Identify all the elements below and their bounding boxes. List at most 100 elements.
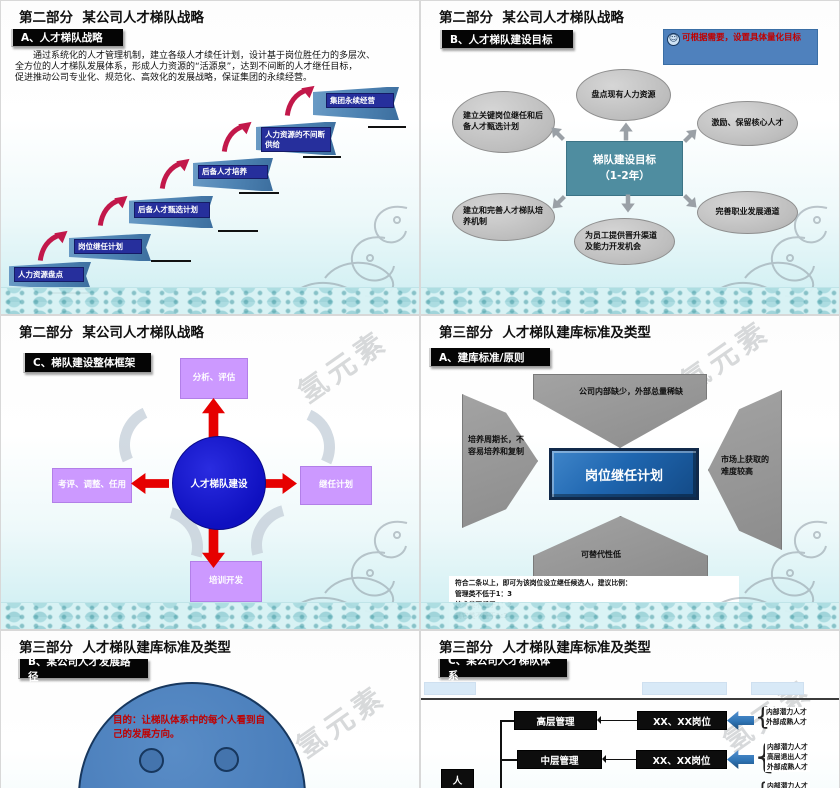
goal-ellipse: 盘点现有人力资源 xyxy=(576,69,671,121)
brace: { xyxy=(756,780,769,788)
criteria-arrow-left xyxy=(462,394,538,528)
column-header xyxy=(642,682,727,695)
source-list: 内部潜力人才 外部成熟人才 xyxy=(764,707,809,727)
left-arrowhead-icon xyxy=(597,716,601,724)
slide-5-development-path[interactable]: 第三部分 人才梯队建库标准及类型 B、某公司人才发展路径 氢元素 目的：让梯队体… xyxy=(0,630,420,788)
tree-line xyxy=(500,720,515,722)
section-tag: C、某公司人才梯队体系 xyxy=(438,655,567,682)
up-arrow-icon xyxy=(221,121,252,152)
smiley-icon: ☺ xyxy=(667,33,680,46)
framework-box-succession: 继任计划 xyxy=(300,466,372,505)
framework-box-analysis: 分析、评估 xyxy=(180,358,248,399)
column-header xyxy=(751,682,804,695)
slide-6-pipeline-system[interactable]: 第三部分 人才梯队建库标准及类型 C、某公司人才梯队体系 氢元素 人 高层管理 … xyxy=(420,630,840,788)
note-text: 可根据需要，设置具体量化目标 xyxy=(682,33,802,43)
divider-line xyxy=(421,698,839,700)
goal-ellipse: 建立关键岗位继任和后备人才甄选计划 xyxy=(452,91,555,153)
slide-title: 第三部分 人才梯队建库标准及类型 xyxy=(439,325,651,341)
connector-arrow-icon xyxy=(682,193,697,208)
step-underline xyxy=(368,126,406,128)
connector-arrow-icon xyxy=(682,129,697,144)
criteria-arrow-bottom xyxy=(533,516,708,580)
section-tag: C、梯队建设整体框架 xyxy=(23,353,151,373)
source-item: 内部潜力人才 xyxy=(764,707,809,717)
wave-border xyxy=(1,287,419,314)
criteria-text-left: 培养周期长，不容易培养和复制 xyxy=(468,435,524,456)
pipeline-left-box: 人 xyxy=(441,769,474,788)
stair-step-label: 集团永续经营 xyxy=(326,93,394,108)
post-box: XX、XX岗位 xyxy=(636,750,727,769)
up-arrow-icon xyxy=(37,230,68,261)
section-tag: B、人才梯队建设目标 xyxy=(440,30,573,49)
note-callout: ☺ 可根据需要，设置具体量化目标 xyxy=(663,29,818,65)
watermark: 氢元素 xyxy=(289,678,393,765)
slide-1-talent-strategy[interactable]: 第二部分 某公司人才梯队战略 A、人才梯队战略 通过系统化的人才管理机制，建立各… xyxy=(0,0,420,315)
up-arrow-icon xyxy=(97,195,128,226)
dragon-ornament xyxy=(294,205,408,298)
tree-line xyxy=(500,720,502,788)
dragon-ornament xyxy=(714,520,828,613)
source-item: 高层退出人才 xyxy=(765,752,810,762)
dragon-ornament xyxy=(714,205,828,298)
slide-2-pipeline-goals[interactable]: 第二部分 某公司人才梯队战略 B、人才梯队建设目标 ☺ 可根据需要，设置具体量化… xyxy=(420,0,840,315)
connector-arrow-icon xyxy=(551,127,566,142)
level-box: 中层管理 xyxy=(517,750,602,769)
section-tag: A、建库标准/原则 xyxy=(429,348,550,367)
slide-title: 第二部分 某公司人才梯队战略 xyxy=(439,10,624,26)
criteria-text-top: 公司内部缺少，外部总量稀缺 xyxy=(579,387,683,396)
source-item: 外部成熟人才 xyxy=(765,762,810,772)
goal-ellipse: 建立和完善人才梯队培养机制 xyxy=(452,193,555,241)
step-underline xyxy=(218,230,258,232)
left-arrowhead-icon xyxy=(602,755,606,763)
red-up-arrow-icon xyxy=(202,398,225,438)
center-goal-line: （1-2年） xyxy=(599,169,650,182)
wave-border xyxy=(421,602,839,629)
connector-line xyxy=(601,720,637,721)
goal-ellipse: 激励、保留核心人才 xyxy=(697,101,798,146)
slide-3-overall-framework[interactable]: 第二部分 某公司人才梯队战略 C、梯队建设整体框架 氢元素 分析、评估 继任计划… xyxy=(0,315,420,630)
up-arrow-icon xyxy=(159,158,190,189)
paragraph-line: 通过系统化的人才管理机制，建立各级人才续任计划，设计基于岗位胜任力的多层次、 xyxy=(33,51,376,61)
paragraph-line: 促进推动公司专业化、规范化、高效化的发展战略，保证集团的永续经营。 xyxy=(15,73,313,83)
dragon-ornament xyxy=(294,520,408,613)
goal-ellipse: 为员工提供晋升渠道及能力开发机会 xyxy=(574,218,675,265)
connector-arrow-icon xyxy=(552,194,567,209)
column-header xyxy=(424,682,476,695)
section-tag: A、人才梯队战略 xyxy=(11,29,123,47)
criteria-text-bottom: 可替代性低 xyxy=(581,550,621,559)
note-line: 符合二条以上，即可为该岗位设立继任候选人，建议比例： xyxy=(455,579,632,587)
slide-title: 第二部分 某公司人才梯队战略 xyxy=(19,10,204,26)
wave-border xyxy=(1,602,419,629)
step-underline xyxy=(151,260,191,262)
connector-line xyxy=(606,759,636,760)
paragraph-line: 全方位的人才梯队发展体系，形成人力资源的“活源泉”，达到不间断的人才继任目标， xyxy=(15,62,358,72)
center-circle: 人才梯队建设 xyxy=(172,436,266,530)
note-line: 管理类不低于1：3 xyxy=(455,590,513,598)
up-arrow-icon xyxy=(284,85,315,116)
section-tag: B、某公司人才发展路径 xyxy=(18,656,148,683)
center-goal-line: 梯队建设目标 xyxy=(593,153,656,166)
slide-4-criteria-principles[interactable]: 第三部分 人才梯队建库标准及类型 A、建库标准/原则 氢元素 公司内部缺少，外部… xyxy=(420,315,840,630)
center-succession-box: 岗位继任计划 xyxy=(549,448,699,500)
stair-step-label: 岗位继任计划 xyxy=(74,239,142,254)
step-underline xyxy=(239,192,279,194)
source-item: 内部潜力人才 xyxy=(765,781,810,788)
blue-left-arrow-icon xyxy=(727,711,754,730)
source-list: 内部潜力人才 高层退出人才 外部成熟人才 xyxy=(765,742,810,772)
step-underline xyxy=(303,156,341,158)
connector-arrow-icon xyxy=(619,122,633,141)
dome-circle xyxy=(139,748,164,773)
purpose-text: 目的：让梯队体系中的每个人看到自己的发展方向。 xyxy=(113,715,266,740)
stair-step-label: 人力资源的不间断供给 xyxy=(261,127,331,152)
dome-circle xyxy=(214,747,239,772)
stair-step-label: 后备人才培养 xyxy=(198,165,268,179)
goal-ellipse: 完善职业发展通道 xyxy=(697,191,798,234)
stair-step-label: 后备人才甄选计划 xyxy=(134,202,210,218)
source-item: 内部潜力人才 xyxy=(765,742,810,752)
framework-box-training: 培训开发 xyxy=(190,561,262,602)
source-item: 外部成熟人才 xyxy=(764,717,809,727)
center-goal-box: 梯队建设目标 （1-2年） xyxy=(566,141,683,196)
criteria-text-right: 市场上获取的难度较高 xyxy=(721,455,769,476)
level-box: 高层管理 xyxy=(514,711,597,730)
